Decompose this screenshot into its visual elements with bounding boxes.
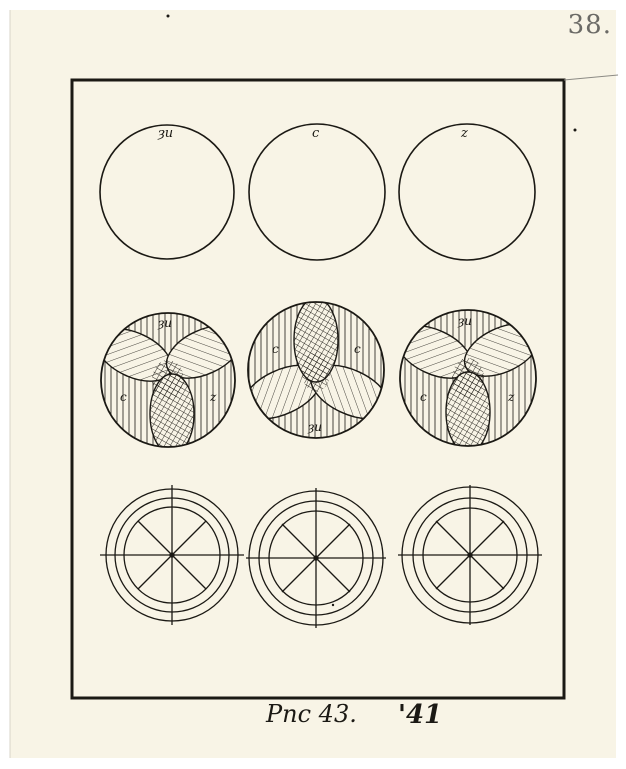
top-label-right: z bbox=[461, 126, 468, 141]
figure-caption: Pnc 43. bbox=[266, 700, 357, 728]
middle-right-label-top: ȝu bbox=[458, 314, 472, 328]
figure-year: '41 bbox=[398, 700, 442, 730]
page-number: 38. bbox=[568, 10, 612, 40]
middle-center-label-left: c bbox=[272, 342, 279, 356]
middle-center-label-bottom: ȝu bbox=[308, 420, 322, 434]
middle-right-label-left: c bbox=[420, 390, 427, 404]
top-label-center: c bbox=[312, 126, 319, 141]
middle-left-label-right: z bbox=[210, 390, 216, 404]
middle-left-label-left: c bbox=[120, 390, 127, 404]
middle-center-label-right: c bbox=[354, 342, 361, 356]
top-label-left: ȝu bbox=[158, 126, 173, 141]
middle-right-label-right: z bbox=[508, 390, 514, 404]
middle-left-label-top: ȝu bbox=[158, 316, 172, 330]
